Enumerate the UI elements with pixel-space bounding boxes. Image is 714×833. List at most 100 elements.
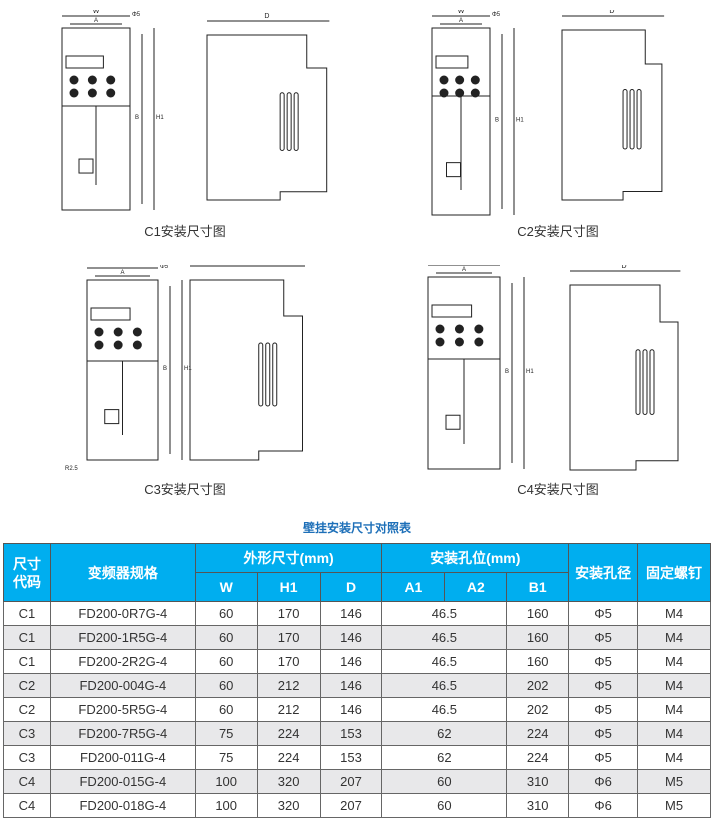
vent-slot (293, 92, 299, 151)
vent-slot (265, 342, 271, 407)
cell-w: 60 (194, 697, 258, 722)
cell-h1: 170 (256, 625, 321, 650)
th-a1: A1 (381, 572, 446, 602)
cell-size-code: C2 (3, 673, 51, 698)
dim-label-h1: H1 (526, 369, 534, 375)
cell-w: 60 (194, 673, 258, 698)
cell-d: 146 (319, 625, 383, 650)
cell-a: 46.5 (381, 601, 508, 626)
cell-screw: M4 (637, 625, 711, 650)
cell-d: 146 (319, 673, 383, 698)
dim-label-b: B (163, 366, 167, 372)
keypad-button (94, 327, 104, 337)
cell-model: FD200-2R2G-4 (49, 649, 196, 674)
keypad-button (132, 340, 142, 350)
cell-screw: M4 (637, 697, 711, 722)
cell-d: 153 (319, 745, 383, 770)
display-window (435, 55, 469, 69)
cell-w: 100 (194, 769, 258, 794)
cell-b1: 202 (506, 673, 570, 698)
keypad-button (474, 324, 484, 334)
th-d: D (319, 572, 383, 602)
th-a2: A2 (444, 572, 508, 602)
cell-d: 146 (319, 601, 383, 626)
keypad-button (132, 327, 142, 337)
dim-label-h1: H1 (184, 366, 192, 372)
rj45-port-icon (104, 409, 120, 425)
cell-size-code: C2 (3, 697, 51, 722)
cell-h1: 170 (256, 649, 321, 674)
cell-a: 46.5 (381, 673, 508, 698)
dim-label-h1: H1 (156, 115, 164, 121)
display-window (65, 55, 104, 69)
side-view-outline (189, 279, 303, 461)
keypad-button (455, 75, 465, 85)
dim-label-d: D (609, 10, 614, 15)
vent-slot (279, 92, 285, 151)
keypad-button (106, 75, 116, 85)
dim-label-a: A (120, 270, 124, 276)
dim-label-b: B (495, 118, 499, 124)
cell-model: FD200-1R5G-4 (49, 625, 196, 650)
display-window (90, 307, 131, 321)
table-title: 壁挂安装尺寸对照表 (302, 521, 411, 535)
dim-label-d: D (621, 265, 626, 270)
cell-b1: 160 (506, 625, 570, 650)
vent-slot (649, 349, 655, 415)
keypad-button (69, 75, 79, 85)
dim-label-w: W (458, 10, 465, 15)
c1-caption: C1安装尺寸图 (144, 224, 226, 239)
cell-a: 60 (381, 769, 508, 794)
th-b1: B1 (506, 572, 570, 602)
front-view-outline (61, 27, 131, 211)
rj45-port-icon (78, 158, 94, 174)
cell-h1: 320 (256, 769, 321, 794)
cell-w: 60 (194, 625, 258, 650)
cell-model: FD200-011G-4 (49, 745, 196, 770)
c3-drawing: WABH1Φ5R2.5D (65, 265, 305, 470)
cell-model: FD200-7R5G-4 (49, 721, 196, 746)
cell-b1: 310 (506, 769, 570, 794)
dimension-table: 尺寸代码 变频器规格 外形尺寸(mm) 安装孔位(mm) 安装孔径 固定螺钉 W… (3, 543, 711, 818)
cell-screw: M4 (637, 745, 711, 770)
cell-size-code: C3 (3, 721, 51, 746)
cell-screw: M4 (637, 721, 711, 746)
vent-slot (286, 92, 292, 151)
cell-hole: Φ5 (568, 649, 639, 674)
cell-a: 46.5 (381, 697, 508, 722)
dim-label-a: A (94, 18, 98, 24)
vent-slot (622, 89, 628, 150)
keypad-button (87, 75, 97, 85)
cell-d: 146 (319, 697, 383, 722)
keypad-button (439, 88, 449, 98)
cell-hole: Φ6 (568, 793, 639, 818)
keypad-button (470, 88, 480, 98)
keypad-button (455, 88, 465, 98)
keypad-button (470, 75, 480, 85)
th-model: 变频器规格 (49, 543, 196, 602)
cell-a: 46.5 (381, 625, 508, 650)
cell-model: FD200-015G-4 (49, 769, 196, 794)
cell-b1: 224 (506, 721, 570, 746)
cell-hole: Φ5 (568, 601, 639, 626)
vent-slot (635, 349, 641, 415)
cell-d: 153 (319, 721, 383, 746)
keypad-button (439, 75, 449, 85)
cell-h1: 170 (256, 601, 321, 626)
cell-b1: 224 (506, 745, 570, 770)
cell-model: FD200-018G-4 (49, 793, 196, 818)
keypad-button (454, 337, 464, 347)
keypad-button (454, 324, 464, 334)
dim-label-a: A (459, 18, 463, 24)
keypad-button (474, 337, 484, 347)
c2-caption: C2安装尺寸图 (517, 224, 599, 239)
rj45-port-icon (445, 414, 461, 430)
cell-h1: 212 (256, 697, 321, 722)
radius-label: R2.5 (65, 466, 78, 470)
